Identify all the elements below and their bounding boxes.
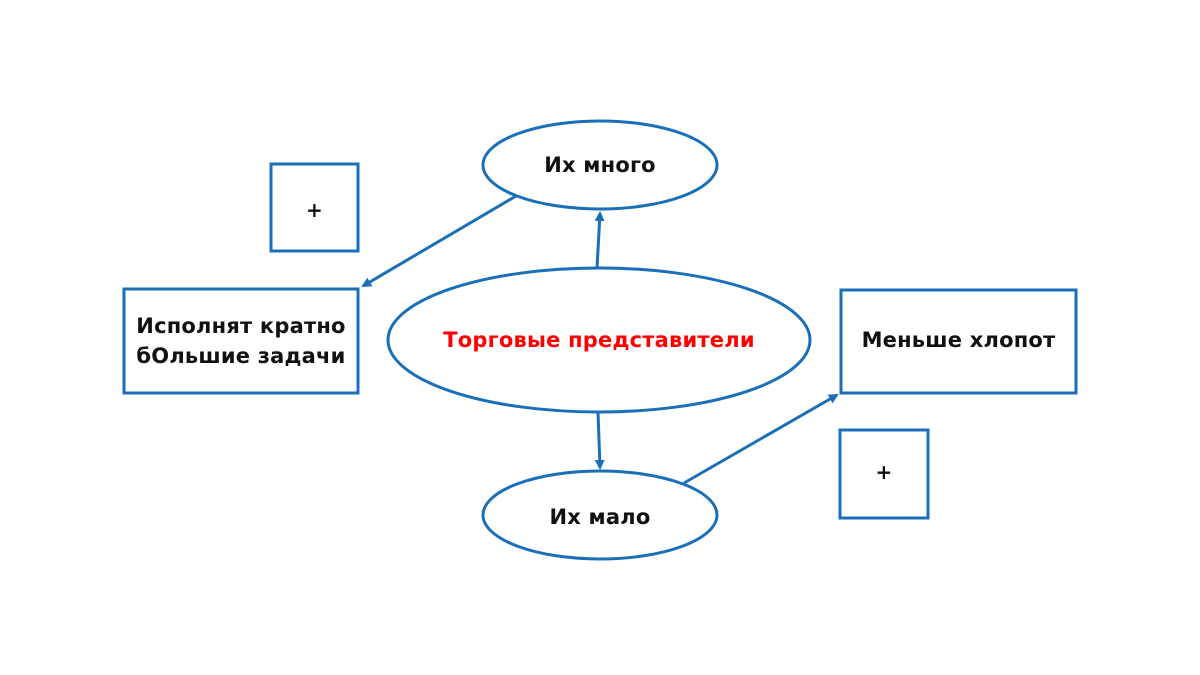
ellipse-many	[481, 119, 719, 211]
left-box-label: Исполнят кратно бОльшие задачи	[126, 291, 356, 391]
few-label: Их мало	[484, 497, 716, 537]
center-label: Торговые представители	[389, 310, 809, 370]
ellipse-few	[481, 469, 719, 561]
many-label-text: Их много	[544, 153, 656, 177]
plus-left-label: +	[273, 190, 356, 230]
box-left	[122, 287, 360, 395]
ellipse-center	[386, 266, 812, 414]
box-right	[839, 288, 1078, 395]
arrow-center-to-few	[594, 411, 605, 470]
plus-left-text: +	[306, 198, 323, 222]
left-box-line-2: бОльшие задачи	[136, 344, 346, 368]
center-label-text: Торговые представители	[443, 328, 755, 352]
right-box-label: Меньше хлопот	[843, 318, 1074, 362]
plus-right-text: +	[875, 460, 893, 484]
many-label: Их много	[484, 145, 716, 185]
box-plus-right	[838, 428, 930, 520]
arrow-few-to-right-box	[683, 393, 839, 485]
left-box-line-1: Исполнят кратно	[136, 314, 346, 338]
box-plus-left	[269, 162, 360, 253]
plus-right-label: +	[842, 452, 926, 492]
few-label-text: Их мало	[549, 505, 651, 529]
arrow-many-to-left-box	[361, 194, 517, 288]
right-box-label-text: Меньше хлопот	[861, 328, 1056, 352]
arrow-center-to-many	[594, 211, 605, 269]
